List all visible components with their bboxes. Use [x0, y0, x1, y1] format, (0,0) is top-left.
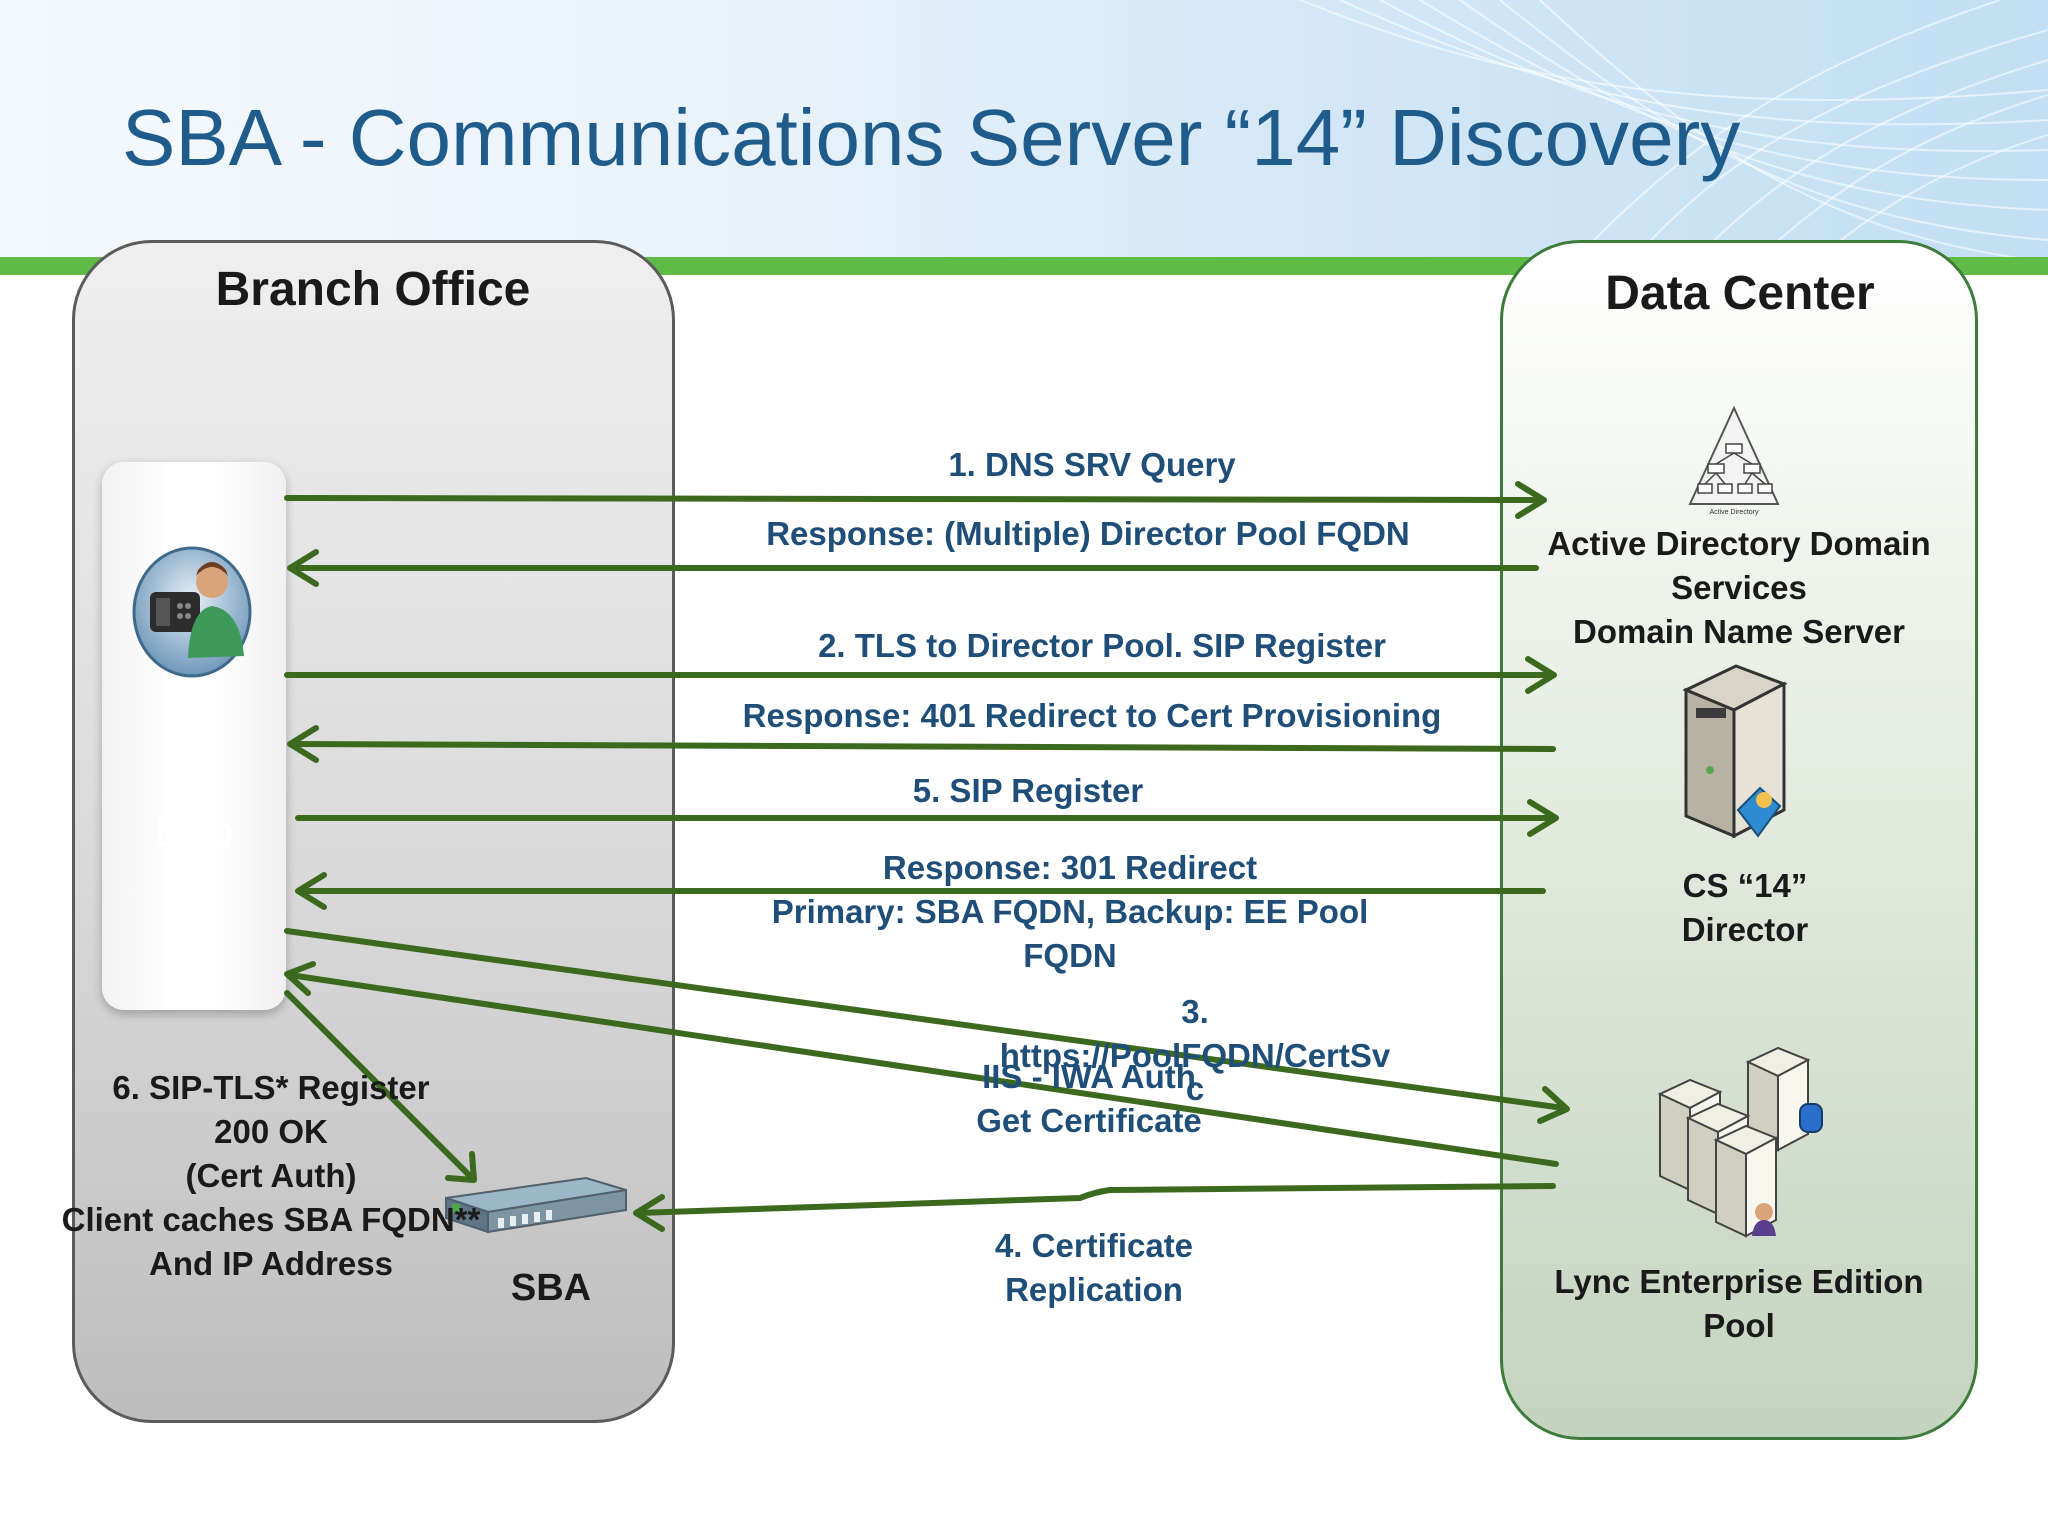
ad-icon-caption: Active Directory — [1709, 509, 1759, 516]
label-301-line-3: FQDN — [1023, 937, 1117, 974]
label-cert-url: 3. https://PoolFQDN/CertSv c — [999, 990, 1391, 1107]
label-cert-url-line-2: https://PoolFQDN/CertSv — [999, 1037, 1391, 1074]
label-enterprise-pool: Lync Enterprise Edition Pool — [1554, 1260, 1923, 1348]
arrow-401-redirect — [287, 725, 1556, 763]
pool-line-1: Lync Enterprise Edition — [1554, 1263, 1924, 1300]
label-301-line-1: Response: 301 Redirect — [882, 849, 1258, 886]
label-iis-auth: IIS - IWA Auth Get Certificate — [976, 1055, 1202, 1143]
active-directory-icon: Active Directory — [1688, 405, 1780, 516]
ad-line-1: Active Directory Domain — [1547, 525, 1931, 562]
arrow-tls-register — [284, 656, 1557, 694]
arrow-cert-response — [284, 961, 1559, 1167]
pool-line-2: Pool — [1703, 1307, 1775, 1344]
enterprise-pool-icon — [1657, 1046, 1823, 1238]
step6-line-5: And IP Address — [149, 1245, 393, 1282]
arrow-cert-request — [284, 928, 1570, 1124]
ad-line-2: Services — [1671, 569, 1807, 606]
branch-office-title: Branch Office — [215, 263, 531, 316]
label-cert-url-line-3: c — [1185, 1070, 1205, 1107]
slide-header: SBA - Communications Server “14” Discove… — [0, 0, 2048, 275]
arrow-301-redirect — [295, 872, 1546, 910]
user-phone-icon — [132, 546, 252, 678]
step6-line-4: Client caches SBA FQDN** — [61, 1201, 481, 1238]
label-cert-replication: 4. Certificate Replication — [995, 1224, 1193, 1312]
label-301-redirect: Response: 301 Redirect Primary: SBA FQDN… — [772, 846, 1369, 978]
director-server-icon — [1682, 664, 1788, 839]
step6-line-2: 200 OK — [214, 1113, 328, 1150]
label-active-directory: Active Directory Domain Services Domain … — [1547, 522, 1930, 654]
label-replication-line-1: 4. Certificate — [994, 1227, 1194, 1264]
step6-line-1: 6. SIP-TLS* Register — [112, 1069, 430, 1106]
data-center-title: Data Center — [1605, 267, 1875, 320]
label-301-line-2: Primary: SBA FQDN, Backup: EE Pool — [771, 893, 1369, 930]
label-sip-tls-register: 6. SIP-TLS* Register 200 OK (Cert Auth) … — [62, 1066, 481, 1286]
sba-appliance-icon — [445, 1176, 627, 1234]
arrow-sba-register — [284, 990, 477, 1183]
label-iis-line-1: IIS - IWA Auth — [982, 1058, 1196, 1095]
label-cert-url-line-1: 3. — [1181, 993, 1209, 1030]
label-dns-query: 1. DNS SRV Query — [948, 446, 1236, 483]
label-director: CS “14” Director — [1682, 864, 1809, 952]
label-dns-response: Response: (Multiple) Director Pool FQDN — [766, 515, 1410, 552]
arrow-dns-response — [287, 549, 1539, 587]
user-name: Bob — [154, 807, 234, 856]
label-tls-register: 2. TLS to Director Pool. SIP Register — [818, 627, 1386, 664]
director-line-2: Director — [1681, 911, 1809, 948]
arrow-dns-query — [284, 481, 1547, 519]
label-iis-line-2: Get Certificate — [976, 1102, 1202, 1139]
director-line-1: CS “14” — [1682, 867, 1808, 904]
user-card-bob: Bob — [102, 462, 286, 1010]
step6-line-3: (Cert Auth) — [185, 1157, 357, 1194]
label-replication-line-2: Replication — [1005, 1271, 1183, 1308]
arrow-sip-register-5 — [295, 799, 1559, 837]
arrow-cert-replication — [633, 1183, 1556, 1232]
label-401-redirect: Response: 401 Redirect to Cert Provision… — [742, 697, 1442, 734]
label-sip-register-5: 5. SIP Register — [912, 772, 1144, 809]
label-sba: SBA — [510, 1267, 592, 1309]
slide-title: SBA - Communications Server “14” Discove… — [122, 93, 1741, 182]
ad-line-3: Domain Name Server — [1573, 613, 1905, 650]
